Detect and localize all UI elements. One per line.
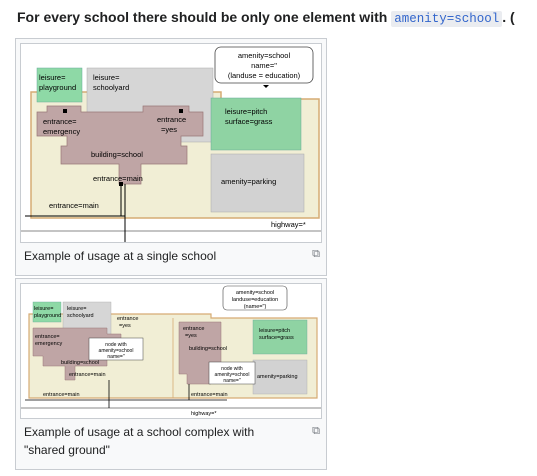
- diagram-svg: amenity=school name=" (landuse = educati…: [21, 46, 321, 242]
- playground-label-2: playground: [34, 313, 61, 319]
- pitch-label-1: leisure=pitch: [259, 328, 290, 334]
- figure-caption-line-1: Example of usage at a school complex wit…: [24, 425, 255, 439]
- building-b-label: building=school: [189, 346, 227, 352]
- entrance-main-b-label: entrance=main: [43, 392, 80, 398]
- node-a-label-1: node with: [105, 342, 127, 348]
- playground-area: [32, 301, 62, 323]
- pitch-label-2: surface=grass: [259, 335, 294, 341]
- amenity-school-code: amenity=school: [391, 11, 503, 27]
- playground-label-2: playground: [39, 83, 76, 92]
- node-b-label-1: node with: [221, 366, 243, 372]
- node-b-label-2: amenity=school: [215, 372, 250, 378]
- amenity-school-callout: [222, 285, 288, 311]
- intro-sentence: For every school there should be only on…: [17, 9, 515, 27]
- playground-area: [36, 67, 83, 103]
- pitch-area: [210, 97, 302, 151]
- entrance-yes-label-2: =yes: [161, 125, 177, 134]
- schoolyard-label-2: schoolyard: [67, 313, 94, 319]
- parking-label: amenity=parking: [221, 177, 276, 186]
- intro-text: For every school there should be only on…: [17, 9, 392, 25]
- figure-caption: Example of usage at a single school: [24, 249, 217, 263]
- entrance-yes-a-label-2: =yes: [119, 323, 131, 329]
- callout-b: [208, 361, 256, 385]
- schoolyard-label-1: leisure=: [67, 306, 86, 312]
- schoolyard-label-1: leisure=: [93, 73, 120, 82]
- entrance-yes-node: [179, 109, 183, 113]
- entrance-yes-b-label-2: =yes: [185, 333, 197, 339]
- building-a-label: building=school: [61, 360, 99, 366]
- pitch-area: [252, 319, 308, 355]
- callout-a: [88, 337, 144, 361]
- parking-area: [210, 153, 305, 213]
- callout-line-3: (name="): [244, 304, 267, 310]
- diagram-svg-2: amenity=school landuse=education (name="…: [21, 285, 321, 417]
- building-label: building=school: [91, 150, 143, 159]
- callout-line-1: amenity=school: [236, 290, 274, 296]
- highway-label: highway=*: [271, 220, 306, 229]
- entrance-main-a-label: entrance=main: [69, 372, 106, 378]
- figure-single-school: amenity=school name=" (landuse = educati…: [15, 38, 327, 276]
- emergency-label-1: entrance=: [43, 117, 77, 126]
- diagram-single-school[interactable]: amenity=school name=" (landuse = educati…: [20, 43, 322, 243]
- callout-line-3: (landuse = education): [228, 71, 301, 80]
- callout-line-1: amenity=school: [238, 51, 291, 60]
- figure-school-complex: amenity=school landuse=education (name="…: [15, 278, 327, 470]
- playground-label-1: leisure=: [39, 73, 66, 82]
- entrance-main-node: [119, 182, 123, 186]
- entrance-yes-label-1: entrance: [157, 115, 186, 124]
- callout-arrow-icon: [263, 85, 269, 88]
- emergency-label-2: emergency: [43, 127, 80, 136]
- emergency-label-2: emergency: [35, 341, 62, 347]
- enlarge-icon[interactable]: ⧉: [312, 248, 320, 260]
- pitch-label-2: surface=grass: [225, 117, 273, 126]
- entrance-main-inner-label: entrance=main: [93, 174, 143, 183]
- highway-label: highway=*: [191, 411, 217, 417]
- node-b-label-3: name=": [223, 378, 240, 384]
- amenity-school-callout: [214, 46, 314, 84]
- entrance-yes-a-label-1: entrance: [117, 316, 138, 322]
- entrance-main-c-label: entrance=main: [191, 392, 228, 398]
- emergency-entrance-node: [63, 109, 67, 113]
- node-a-label-2: amenity=school: [99, 348, 134, 354]
- emergency-label-1: entrance=: [35, 334, 60, 340]
- building-school: [36, 105, 204, 185]
- figure-caption-line-2: "shared ground": [24, 443, 110, 457]
- node-a-label-3: name=": [107, 354, 124, 360]
- callout-line-2: landuse=education: [232, 297, 278, 303]
- pitch-label-1: leisure=pitch: [225, 107, 267, 116]
- playground-label-1: leisure=: [34, 306, 53, 312]
- diagram-school-complex[interactable]: amenity=school landuse=education (name="…: [20, 283, 322, 419]
- parking-label: amenity=parking: [257, 374, 298, 380]
- schoolyard-label-2: schoolyard: [93, 83, 129, 92]
- enlarge-icon[interactable]: ⧉: [312, 425, 320, 437]
- intro-text-end: . (: [502, 9, 515, 25]
- entrance-yes-b-label-1: entrance: [183, 326, 204, 332]
- callout-line-2: name=": [251, 61, 277, 70]
- entrance-main-outer-label: entrance=main: [49, 201, 99, 210]
